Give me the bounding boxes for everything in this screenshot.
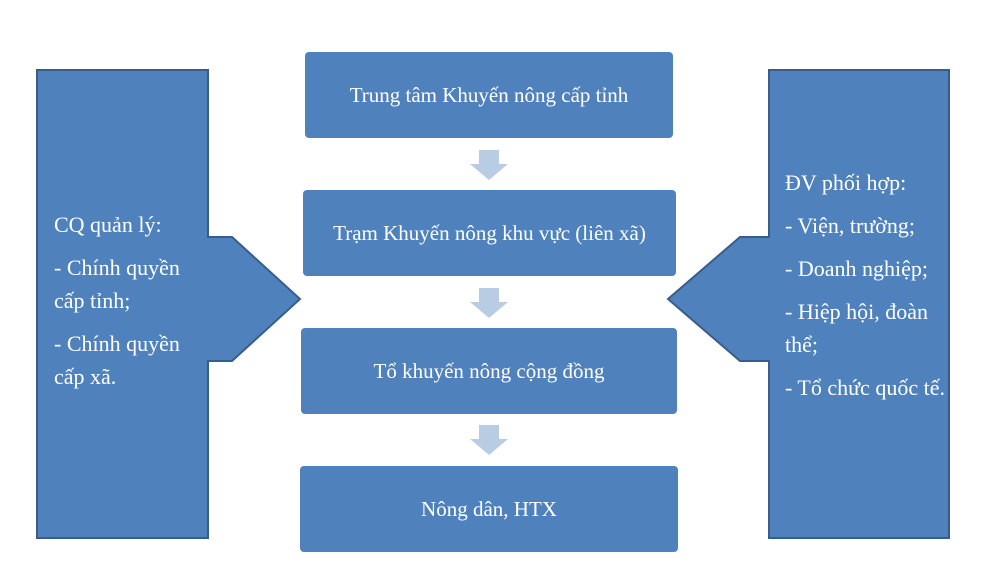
right-arrow-shape — [666, 69, 950, 539]
left-arrow-shape — [36, 69, 302, 539]
left-panel-title: CQ quản lý: — [54, 212, 162, 237]
center-box-label: Nông dân, HTX — [421, 496, 557, 521]
center-box-community-group: Tổ khuyến nông cộng đồng — [301, 328, 677, 414]
center-box-label: Tổ khuyến nông cộng đồng — [373, 358, 605, 383]
right-panel-title: ĐV phối hợp: — [785, 170, 907, 195]
left-panel-text: CQ quản lý: - Chính quyền cấp tỉnh; - Ch… — [54, 208, 204, 403]
right-panel-item: - Hiệp hội, đoàn thể; — [785, 299, 928, 357]
right-panel-item: - Viện, trường; — [785, 213, 915, 238]
center-box-farmers: Nông dân, HTX — [300, 466, 678, 552]
down-arrow-3 — [470, 425, 508, 455]
center-box-provincial-center: Trung tâm Khuyến nông cấp tỉnh — [305, 52, 673, 138]
right-panel-text: ĐV phối hợp: - Viện, trường; - Doanh ngh… — [785, 166, 945, 414]
center-box-label: Trung tâm Khuyến nông cấp tỉnh — [349, 82, 629, 107]
right-panel-item: - Tổ chức quốc tế. — [785, 375, 945, 400]
right-panel-item: - Doanh nghiệp; — [785, 256, 928, 281]
left-panel-item: - Chính quyền cấp tỉnh; — [54, 255, 180, 313]
center-box-regional-station: Trạm Khuyến nông khu vực (liên xã) — [303, 190, 676, 276]
down-arrow-2 — [470, 288, 508, 318]
down-arrow-1 — [470, 150, 508, 180]
center-box-label: Trạm Khuyến nông khu vực (liên xã) — [333, 220, 646, 245]
left-panel-item: - Chính quyền cấp xã. — [54, 331, 180, 389]
